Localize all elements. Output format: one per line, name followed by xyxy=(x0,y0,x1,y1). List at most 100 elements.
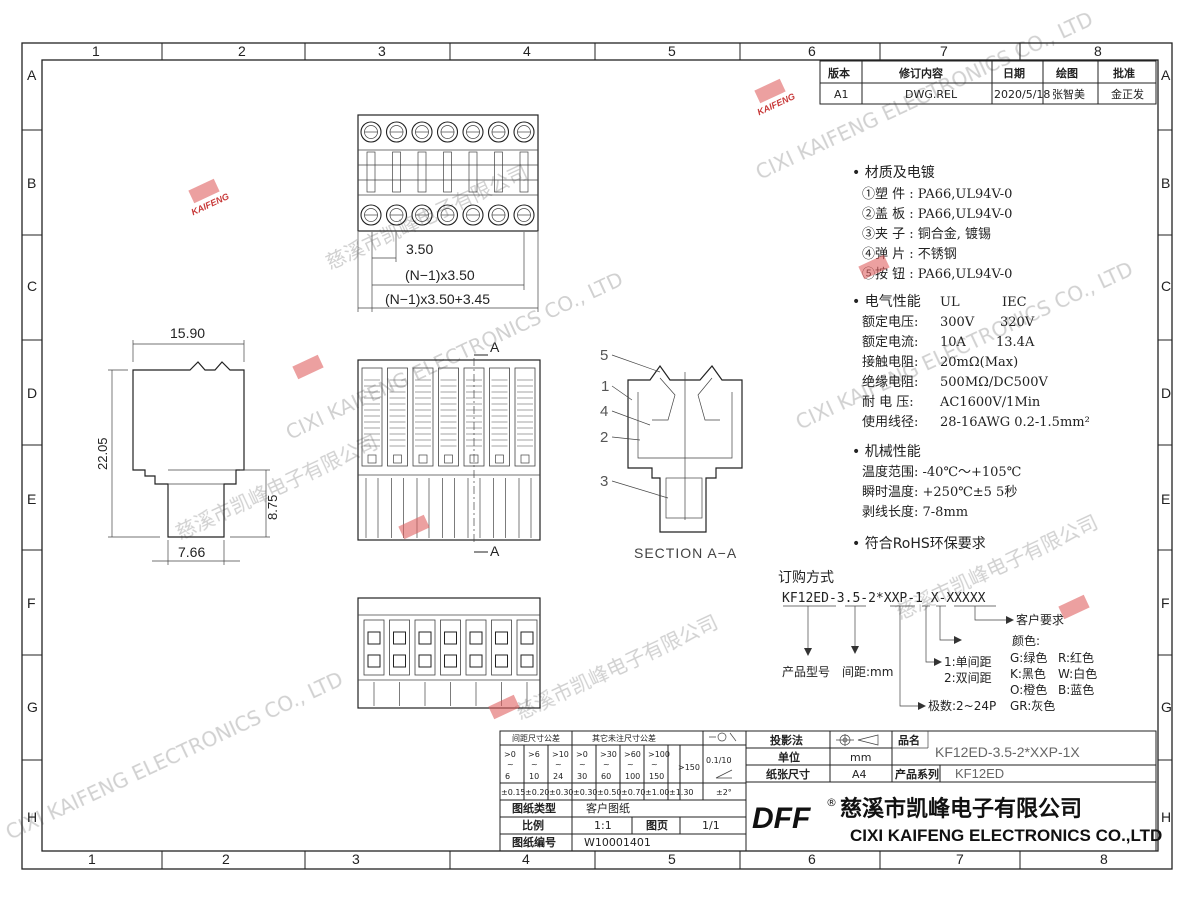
contact-slot xyxy=(514,367,536,467)
zone-row-label: A xyxy=(1161,67,1171,83)
number-value: W10001401 xyxy=(584,836,651,849)
section-marker: A xyxy=(490,543,500,559)
release-button xyxy=(443,151,452,193)
arrow-icon xyxy=(954,636,962,644)
wire-entry-hole xyxy=(360,204,382,226)
company-name-cn: 慈溪市凯峰电子有限公司 xyxy=(840,796,1082,822)
wire-entry-hole xyxy=(487,121,510,143)
zone-column-label: 2 xyxy=(238,43,246,59)
company-name-en: CIXI KAIFENG ELECTRONICS CO.,LTD xyxy=(850,826,1162,845)
dimension-n-pitch: (N−1)x3.50 xyxy=(405,267,475,283)
tolerance-range-from: >60 xyxy=(624,750,641,759)
tolerance-range-tilde: ~ xyxy=(555,760,562,769)
ordering-poles: 极数:2~24P xyxy=(928,698,996,713)
zone-column-label: 4 xyxy=(523,43,531,59)
arrow-icon xyxy=(1006,616,1014,624)
release-button xyxy=(366,151,376,193)
bottom-view xyxy=(357,597,541,709)
ordering-color: K:黑色 xyxy=(1010,667,1046,681)
ordering-color: R:红色 xyxy=(1058,650,1094,665)
cell-outline xyxy=(491,619,512,676)
ordering-color: O:橙色 xyxy=(1010,682,1047,697)
tolerance-value: ±1.30 xyxy=(669,788,694,797)
tolerance-range-tilde: ~ xyxy=(579,760,586,769)
contact-slot xyxy=(387,367,408,467)
form-tolerance-icon xyxy=(709,732,737,742)
watermark-text: 慈溪市凯峰电子有限公司 xyxy=(322,160,532,275)
section-callout: 5 xyxy=(600,347,608,364)
latch-window xyxy=(367,454,377,464)
wire-entry-hole xyxy=(411,121,433,143)
cell-square xyxy=(444,654,457,668)
cell-square xyxy=(393,631,406,645)
arrow-icon xyxy=(934,658,942,666)
revision-header: 版本 xyxy=(828,66,850,80)
dimension-lower-width: 7.66 xyxy=(178,544,205,560)
watermark-text: CIXI KAIFENG ELECTRONICS CO., LTD xyxy=(2,667,347,845)
ordering-color: G:绿色 xyxy=(1010,650,1047,665)
revision-header: 日期 xyxy=(1003,66,1025,80)
revision-cell: A1 xyxy=(834,88,849,101)
zone-row-label: G xyxy=(27,699,38,715)
spec-line: ③夹 子 : 铜合金, 镀锡 xyxy=(862,226,991,242)
latch-window xyxy=(418,454,428,464)
revision-table: 版本 修订内容 日期 绘图 批准 A1 DWG.REL 2020/5/18 张智… xyxy=(819,60,1157,105)
tolerance-value: ±0.70 xyxy=(621,788,646,797)
spec-value: 320V xyxy=(1000,315,1035,330)
contact-slot xyxy=(412,367,434,467)
watermark-logo xyxy=(188,178,220,204)
front-view: A A xyxy=(357,339,541,559)
revision-cell: DWG.REL xyxy=(905,88,958,101)
tolerance-value: ±1.00 xyxy=(645,788,670,797)
ordering-spacing: 2:双间距 xyxy=(944,671,992,685)
zone-row-label: D xyxy=(27,385,37,401)
section-view: 5 1 4 2 3 SECTION A−A xyxy=(600,347,743,561)
tolerance-value: ±0.50 xyxy=(597,788,622,797)
wire-entry-hole xyxy=(385,121,408,143)
tolerance-angle: 0.1/10 xyxy=(706,756,732,765)
cell-square xyxy=(469,631,483,645)
tolerance-range-to: 100 xyxy=(625,772,640,781)
tolerance-range-tilde: ~ xyxy=(627,760,634,769)
revision-cell: 金正发 xyxy=(1111,87,1144,101)
ordering-color: B:蓝色 xyxy=(1058,683,1094,697)
cell-square xyxy=(520,654,534,668)
ordering-customer: 客户要求 xyxy=(1016,612,1064,627)
zone-column-label: 3 xyxy=(378,43,386,59)
zone-column-label: 6 xyxy=(808,851,816,867)
tolerance-range-tilde: ~ xyxy=(531,760,538,769)
watermark-logo xyxy=(398,514,430,540)
spec-line: ⑤按 钮 : PA66,UL94V-0 xyxy=(862,267,1012,282)
tolerance-range-from: >30 xyxy=(600,750,617,759)
cell-square xyxy=(495,631,508,645)
zone-column-label: 8 xyxy=(1094,43,1102,59)
paper-label: 纸张尺寸 xyxy=(766,767,810,781)
scale-label: 比例 xyxy=(522,818,544,832)
zone-labels-bottom: 1 2 3 4 5 6 7 8 xyxy=(88,851,1108,867)
wire-entry-hole xyxy=(385,204,408,226)
spec-line: ④弹 片 : 不锈钢 xyxy=(862,247,957,262)
zone-column-label: 1 xyxy=(92,43,100,59)
revision-header: 修订内容 xyxy=(898,66,943,80)
section-callout: 2 xyxy=(600,429,608,446)
page-value: 1/1 xyxy=(702,819,720,832)
zone-column-label: 4 xyxy=(522,851,530,867)
spec-value: 28-16AWG 0.2-1.5mm² xyxy=(940,415,1090,430)
tolerance-range-from: >0 xyxy=(504,750,516,759)
tolerance-range-tilde: ~ xyxy=(603,760,610,769)
watermark-logo xyxy=(292,354,324,380)
contact-slot xyxy=(361,367,383,467)
tolerance-header: 其它未注尺寸公差 xyxy=(592,733,656,743)
scale-value: 1:1 xyxy=(594,819,612,832)
arrow-icon xyxy=(851,646,859,654)
arrow-icon xyxy=(804,648,812,656)
product-name: KF12ED-3.5-2*XXP-1X xyxy=(935,744,1080,760)
tolerance-range-from: >6 xyxy=(528,750,540,759)
watermark-text: 慈溪市凯峰电子有限公司 xyxy=(512,610,722,725)
dimension-lower-height: 8.75 xyxy=(265,495,280,520)
release-button xyxy=(468,151,478,193)
spec-value: 500MΩ/DC500V xyxy=(940,375,1048,390)
cell-outline xyxy=(414,619,436,676)
type-label: 图纸类型 xyxy=(512,801,556,815)
top-view: 3.50 (N−1)x3.50 (N−1)x3.50+3.45 xyxy=(357,114,539,312)
